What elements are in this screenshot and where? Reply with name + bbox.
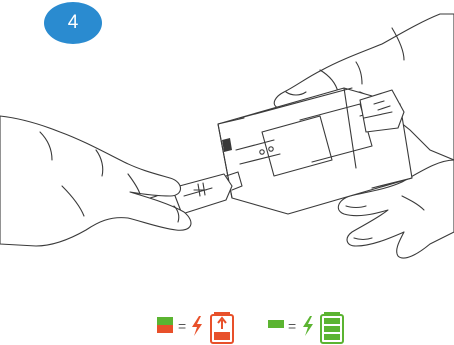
equals-sign: = (178, 318, 186, 334)
left-hand (0, 115, 192, 247)
indicator-green-light (268, 320, 284, 328)
battery-full-icon (320, 312, 344, 344)
battery-charger (217, 87, 413, 215)
indicator-red-light (157, 325, 173, 333)
step-number: 4 (67, 12, 79, 33)
legend-item-charging: = (157, 312, 234, 344)
equals-sign: = (288, 318, 296, 334)
indicator-green-light (157, 317, 173, 325)
step-number-badge: 4 (44, 2, 102, 44)
battery-charging-icon (210, 312, 234, 344)
lightning-icon (192, 316, 202, 336)
legend-item-full: = (268, 312, 344, 344)
lightning-icon (303, 316, 313, 336)
legend: = = (157, 312, 344, 344)
